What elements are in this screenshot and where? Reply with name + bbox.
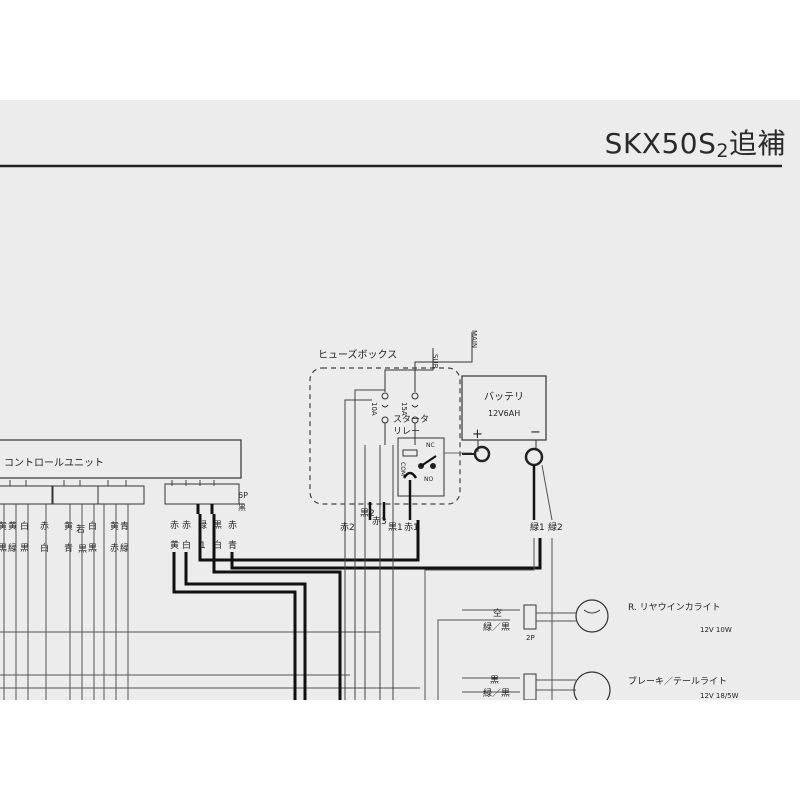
wire-label: 白 [182,539,191,551]
wire-label: 黄 [8,520,17,532]
wire-label: 黒2 [360,508,375,519]
wire-label: 赤2 [340,522,355,533]
wire-label: 赤 [110,543,119,554]
wire-label: 黒 [78,544,87,555]
wire-label: 赤 [170,520,179,531]
wire-label: 白 [20,520,29,532]
main-label: MAIN [470,330,478,348]
fuse-box-thick-wires [368,480,412,520]
diagram-page: SKX50S2追補 コントロールユニット 6P 黒 黄 [0,100,800,700]
battery: バッテリ 12V6AH + − 緑1 緑2 [424,375,563,700]
wire-label: 黒 [20,543,29,554]
rear-winker-label: R. リヤウインカライト [628,602,721,613]
svg-text:緑／黒: 緑／黒 [483,621,510,633]
wire-label: 青 [120,520,129,532]
connector-6p-color: 黒 [238,503,246,512]
fuse-box-internal-wires [344,389,394,700]
harness-thick-wires [172,504,542,700]
wiring-diagram: コントロールユニット 6P 黒 黄 黄 白 赤 黄 若 白 [0,164,782,700]
battery-spec: 12V6AH [488,409,520,418]
control-unit-label: コントロールユニット [4,458,104,469]
wire-label: 赤3 [372,516,387,527]
page-title: SKX50S2追補 [604,127,786,162]
brake-tail-label: ブレーキ／テールライト [628,675,727,687]
battery-plus: + [472,427,483,442]
battery-label: バッテリ [484,391,524,403]
wire-label: 赤1 [404,522,419,533]
wire-label: 白 [40,542,49,554]
control-unit-thin-wires [0,504,420,700]
wire-label: 緑1 [530,521,545,533]
svg-text:黒: 黒 [490,675,499,686]
fuse-15a-label: 15A [400,402,408,416]
wire-label: 黄 [170,539,179,551]
wire-label: 黒1 [388,522,403,533]
wire-label: 緑 [8,542,17,554]
wire-label: 緑 [120,542,129,554]
wire-label: 赤 [182,520,191,531]
svg-text:NC: NC [426,442,435,449]
svg-text:COM: COM [399,462,406,476]
wire-label: 緑 [198,519,207,531]
wire-label: 青 [64,542,73,554]
starter-relay [397,437,445,497]
connector-6p [164,483,240,505]
relay-label-1: スタータ [393,414,429,425]
wire-label: 1 [200,541,206,551]
sub-label: SUB [431,354,439,369]
wire-label: 若 [76,523,85,535]
wire-label: 緑2 [548,521,563,533]
wire-label: 青 [228,539,237,551]
rear-winker-light: 空 緑／黒 2P R. リヤウインカライト 12V 10W [437,599,732,700]
fuse-box: ヒューズボックス SUB MAIN 10A 15A スタータ リレー [309,330,478,505]
brake-tail-spec: 12V 18/5W [700,692,739,700]
svg-text:NO: NO [424,476,433,483]
wire-label: 黒 [88,543,97,554]
brake-tail-light: 黒 緑／黒 ブレーキ／テールライト 12V 18/5W [462,671,739,700]
wire-label: 赤 [228,520,237,531]
wire-label: 白 [88,520,97,532]
svg-text:2P: 2P [526,634,535,642]
relay-label-2: リレー [393,427,420,437]
wire-label: 白 [213,539,222,551]
fuse-box-label: ヒューズボックス [318,348,397,361]
connector-6p-label: 6P [238,491,248,500]
wire-label: 黄 [64,520,73,532]
svg-text:空: 空 [493,607,502,619]
control-unit: コントロールユニット 6P 黒 [0,439,248,512]
wire-label: 赤 [40,521,49,532]
battery-minus: − [530,425,541,440]
svg-text:緑／黒: 緑／黒 [483,687,510,699]
rear-winker-spec: 12V 10W [700,626,732,634]
fuse-wire-labels: 赤2 黒2 赤3 黒1 赤1 [340,508,419,533]
wire-label: 黒 [213,520,222,531]
wire-label: 黄 [110,520,119,532]
fuse-10a-label: 10A [370,402,378,416]
